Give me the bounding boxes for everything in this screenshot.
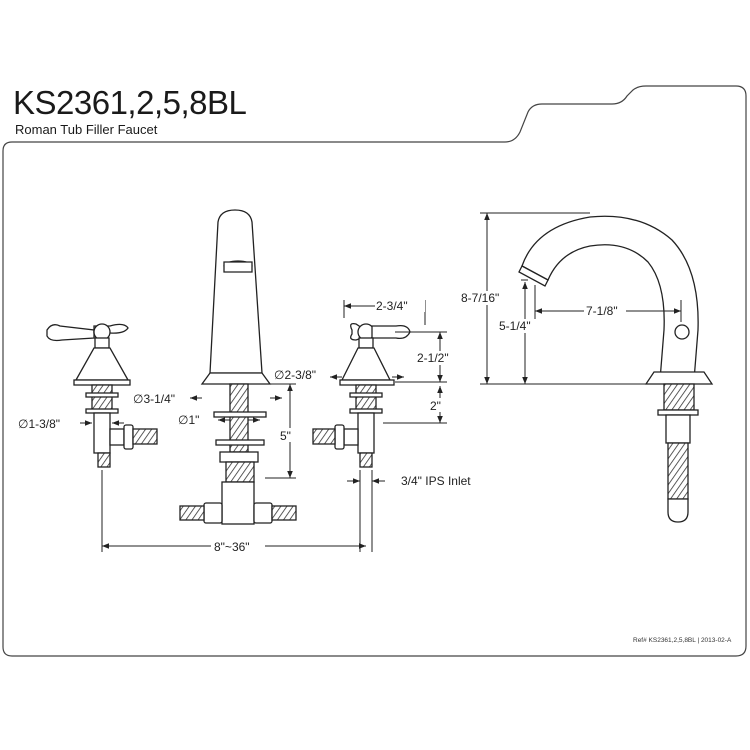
dim-spout-base-diameter: ∅3-1/4" <box>133 392 175 406</box>
reference-code: Ref# KS2361,2,5,8BL | 2013-02-A <box>633 637 732 644</box>
dim-spout-shank-length: 5" <box>280 429 291 443</box>
dim-spout-shank-diameter: ∅1" <box>178 413 199 427</box>
side-view-spout <box>518 215 714 523</box>
dim-spread: 8"~36" <box>214 540 250 554</box>
left-handle-valve <box>46 323 158 468</box>
dim-handle-width: 2-3/4" <box>376 299 408 313</box>
page-subtitle: Roman Tub Filler Faucet <box>15 122 158 137</box>
right-handle-valve <box>312 322 411 468</box>
dim-outlet-height: 5-1/4" <box>499 319 531 333</box>
dimension-labels: 2-3/4" 2-1/2" 2" ∅2-3/8" ∅3-1/4" ∅1" 5" … <box>18 291 626 554</box>
dim-spout-reach: 7-1/8" <box>586 304 618 318</box>
dim-valve-diameter: ∅1-3/8" <box>18 417 60 431</box>
center-spout <box>179 209 297 525</box>
dim-inlet: 3/4" IPS Inlet <box>401 474 471 488</box>
dim-total-height: 8-7/16" <box>461 291 499 305</box>
page-title: KS2361,2,5,8BL <box>13 84 247 121</box>
dim-shank-length: 2" <box>430 399 441 413</box>
dim-handle-height: 2-1/2" <box>417 351 449 365</box>
drawing-frame <box>2 85 747 657</box>
dim-escutcheon-diameter: ∅2-3/8" <box>274 368 316 382</box>
